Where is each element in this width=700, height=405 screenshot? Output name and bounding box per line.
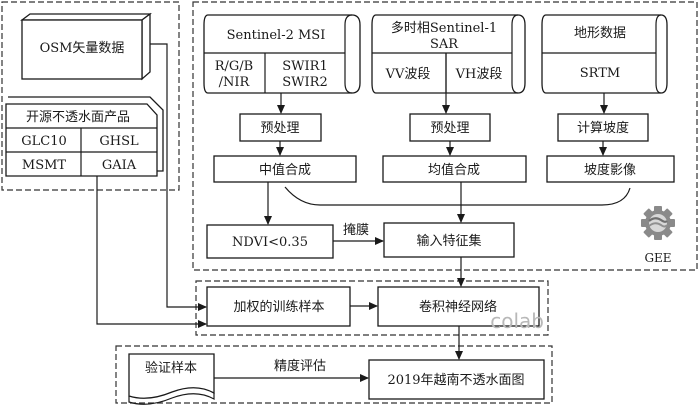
slope-image xyxy=(546,155,675,183)
slope-calc xyxy=(557,113,649,142)
osm-label: OSM矢量数据 xyxy=(40,41,125,56)
slope-calc-label: 计算坡度 xyxy=(577,120,629,136)
validation-label: 验证样本 xyxy=(145,360,197,376)
validation-samples-node: 验证样本 xyxy=(128,353,215,405)
product-msmt: MSMT xyxy=(22,158,67,173)
preprocess-s1 xyxy=(409,113,491,142)
colab-container xyxy=(195,280,549,336)
s1-title-2: SAR xyxy=(430,37,459,52)
product-gaia: GAIA xyxy=(102,158,137,173)
gee-logo-icon: GEE xyxy=(641,206,675,265)
result-node xyxy=(368,359,545,400)
terrain-node: 地形数据 SRTM xyxy=(541,14,668,94)
mean-composite xyxy=(382,155,527,183)
validation-container xyxy=(115,345,553,404)
s2-bands-left-1: R/G/B xyxy=(215,59,254,74)
s2-bands-left-2: /NIR xyxy=(219,75,251,90)
preprocess-s2-label: 预处理 xyxy=(260,121,299,136)
s1-title-1: 多时相Sentinel-1 xyxy=(391,20,497,36)
feature-set-node xyxy=(383,222,515,258)
gee-container xyxy=(192,1,698,271)
ndvi-label: NDVI<0.35 xyxy=(232,235,308,250)
osm-node: OSM矢量数据 xyxy=(20,12,152,81)
products-title: 开源不透水面产品 xyxy=(26,110,130,125)
sentinel2-node: Sentinel-2 MSI R/G/B /NIR SWIR1 SWIR2 xyxy=(203,14,361,94)
colab-logo: colab xyxy=(490,309,544,333)
median-composite-label: 中值合成 xyxy=(259,162,311,178)
gee-label: GEE xyxy=(644,251,671,265)
mask-label: 掩膜 xyxy=(343,223,369,238)
preprocess-s1-label: 预处理 xyxy=(430,121,469,136)
osm-connector xyxy=(150,43,207,311)
accuracy-label: 精度评估 xyxy=(274,358,326,374)
sentinel1-node: 多时相Sentinel-1 SAR VV波段 VH波段 xyxy=(371,14,526,94)
product-ghsl: GHSL xyxy=(99,134,139,149)
left-sources-container xyxy=(1,1,180,191)
weighted-samples-label: 加权的训练样本 xyxy=(233,299,324,315)
product-glc10: GLC10 xyxy=(21,134,67,149)
feature-set-label: 输入特征集 xyxy=(416,233,481,249)
terrain-srtm: SRTM xyxy=(580,66,620,81)
cnn-label: 卷积神经网络 xyxy=(419,299,497,315)
mean-composite-label: 均值合成 xyxy=(428,162,480,178)
products-node: 开源不透水面产品 GLC10 GHSL MSMT GAIA xyxy=(5,96,164,177)
terrain-title: 地形数据 xyxy=(574,26,626,41)
s1-vv: VV波段 xyxy=(385,67,431,82)
s2-title: Sentinel-2 MSI xyxy=(227,28,326,43)
s2-bands-right-1: SWIR1 xyxy=(282,59,327,74)
cnn-node xyxy=(377,286,540,327)
result-label: 2019年越南不透水面图 xyxy=(387,372,524,388)
s2-bands-right-2: SWIR2 xyxy=(282,75,327,90)
products-connector xyxy=(96,176,207,328)
weighted-samples-node xyxy=(206,286,351,327)
s1-vh: VH波段 xyxy=(455,67,503,82)
median-composite xyxy=(213,155,357,183)
slope-image-label: 坡度影像 xyxy=(584,162,636,178)
merge-connector xyxy=(284,186,631,206)
